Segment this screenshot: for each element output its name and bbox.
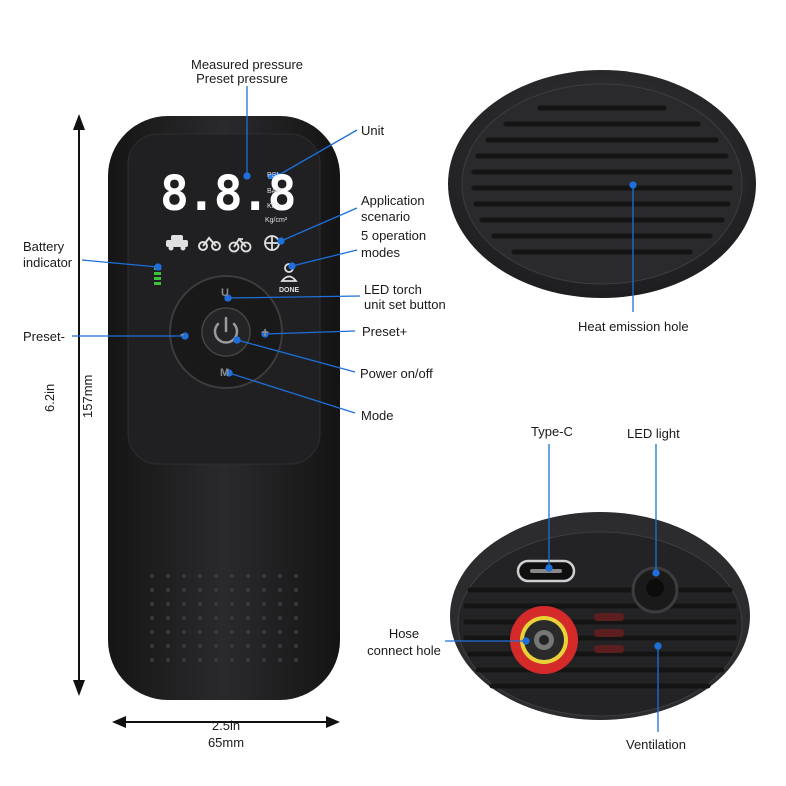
pump-top-view: [448, 70, 756, 298]
label-preset-plus: Preset+: [362, 324, 408, 339]
power-button[interactable]: [202, 308, 250, 356]
car-icon: [166, 235, 188, 251]
height-mm-label: 157mm: [80, 374, 95, 418]
height-in-label: 6.2in: [42, 383, 57, 412]
mode-button[interactable]: M: [220, 367, 230, 379]
label-heat-emission: Heat emission hole: [578, 319, 689, 334]
led-light-icon: [631, 566, 679, 614]
bottom-grill: [150, 574, 298, 662]
person-icon: [280, 263, 298, 282]
battery-icon: [154, 267, 161, 285]
label-power: Power on/off: [360, 366, 433, 381]
label-led-torch-1: LED torch: [364, 282, 422, 297]
label-hose-2: connect hole: [367, 643, 441, 658]
ball-icon: [264, 235, 280, 251]
label-measured-pressure: Measured pressure: [191, 57, 303, 72]
label-battery-indicator-1: Battery: [23, 239, 65, 254]
unit-kpa: KPA: [267, 203, 281, 210]
label-type-c: Type-C: [531, 424, 573, 439]
motorcycle-icon: [198, 236, 221, 251]
unit-bar: BAR: [267, 188, 282, 195]
label-application-scenario-1: Application: [361, 193, 425, 208]
label-preset-minus: Preset-: [23, 329, 65, 344]
type-c-port: [516, 559, 576, 583]
pressure-display: 8.8.8: [160, 166, 296, 222]
label-application-scenario-2: scenario: [361, 209, 411, 224]
done-label: DONE: [279, 287, 300, 294]
label-preset-pressure: Preset pressure: [196, 71, 288, 86]
width-mm-label: 65mm: [207, 735, 245, 750]
led-torch-button[interactable]: U: [221, 287, 229, 299]
width-in-label: 2.5in: [211, 718, 241, 733]
label-hose-1: Hose: [388, 626, 420, 641]
label-ventilation: Ventilation: [626, 737, 686, 752]
label-operation-modes-2: modes: [361, 245, 401, 260]
preset-plus-button[interactable]: +: [261, 324, 270, 340]
preset-minus-button[interactable]: -: [180, 326, 185, 341]
label-led-torch-2: unit set button: [364, 297, 446, 312]
hose-connector: [510, 606, 578, 674]
bicycle-icon: [228, 237, 252, 253]
label-led-light: LED light: [627, 426, 680, 441]
label-mode: Mode: [361, 408, 394, 423]
pump-bottom-view: [450, 512, 750, 720]
unit-kgcm: Kg/cm²: [265, 217, 288, 224]
label-operation-modes-1: 5 operation: [361, 228, 427, 243]
label-battery-indicator-2: indicator: [23, 255, 73, 270]
unit-psi: PSI: [267, 172, 279, 179]
label-unit: Unit: [361, 123, 385, 138]
